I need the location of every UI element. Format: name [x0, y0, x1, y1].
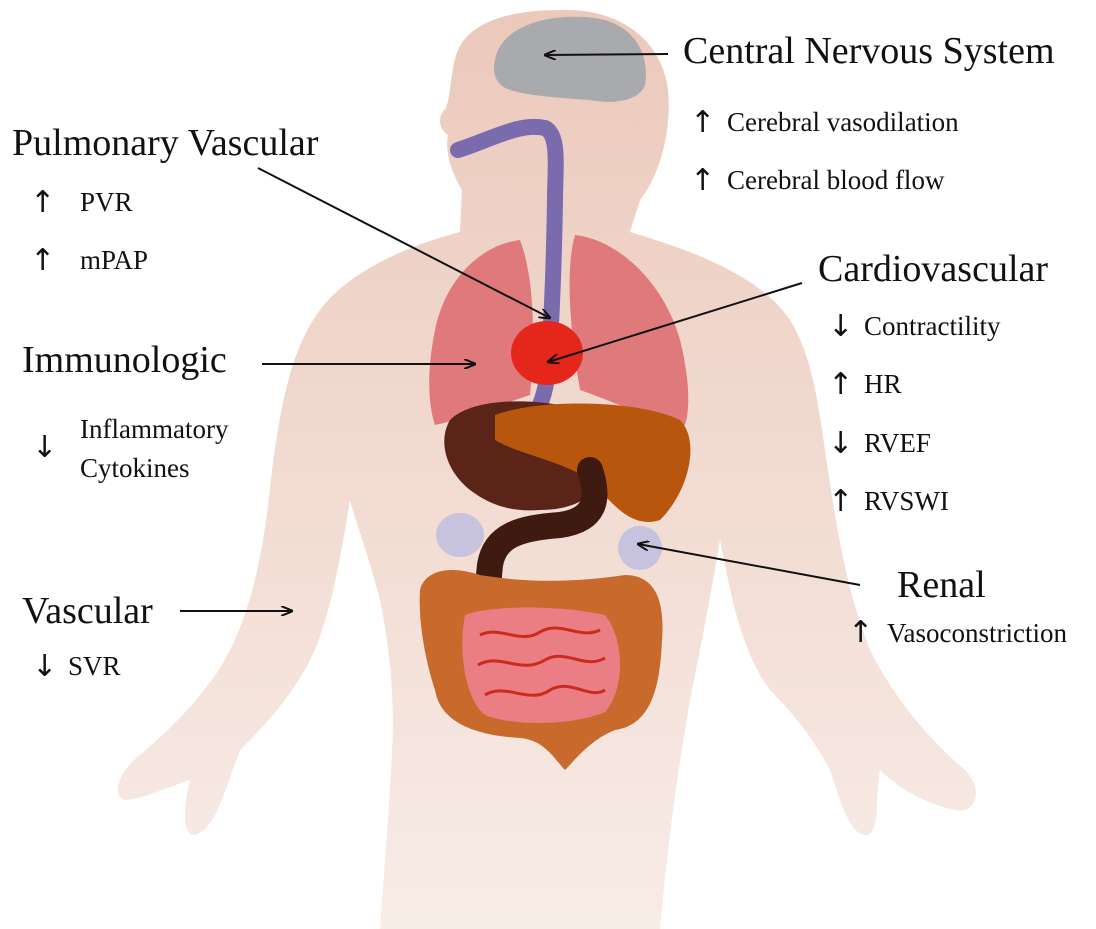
- pulmonary-item1-text: PVR: [80, 189, 133, 216]
- immunologic-item1-line2: Cytokines: [80, 455, 190, 482]
- cardiovascular-item4-text: RVSWI: [864, 488, 949, 515]
- cardiovascular-item3-direction-icon: ↓: [828, 429, 853, 459]
- immunologic-heading: Immunologic: [22, 341, 227, 379]
- vascular-heading: Vascular: [22, 592, 153, 630]
- pulmonary-item2-direction-icon: ↑: [30, 246, 55, 276]
- cardiovascular-item2-direction-icon: ↑: [828, 370, 853, 400]
- cardiovascular-item3-text: RVEF: [864, 430, 931, 457]
- renal-item1-text: Vasoconstriction: [887, 620, 1067, 647]
- pulmonary-heading: Pulmonary Vascular: [12, 124, 318, 162]
- arrow-cns: [545, 54, 668, 55]
- renal-heading: Renal: [897, 566, 986, 604]
- cns-item2-direction-icon: ↑: [690, 166, 715, 196]
- renal-item1-direction-icon: ↑: [848, 618, 873, 648]
- pulmonary-item1-direction-icon: ↑: [30, 188, 55, 218]
- cardiovascular-heading: Cardiovascular: [818, 250, 1048, 288]
- cardiovascular-item1-direction-icon: ↓: [828, 312, 853, 342]
- cns-item1-text: Cerebral vasodilation: [727, 109, 959, 136]
- small-intestine: [462, 608, 620, 723]
- heart-shape: [511, 321, 583, 385]
- pulmonary-item2-text: mPAP: [80, 247, 148, 274]
- immunologic-item1-line1: Inflammatory: [80, 416, 228, 443]
- cns-heading: Central Nervous System: [683, 32, 1055, 70]
- cns-item2-text: Cerebral blood flow: [727, 167, 944, 194]
- cardiovascular-item2-text: HR: [864, 371, 902, 398]
- vascular-item1-direction-icon: ↓: [32, 652, 57, 682]
- immunologic-item1-direction-icon: ↓: [32, 433, 57, 463]
- vascular-item1-text: SVR: [68, 653, 121, 680]
- cns-item1-direction-icon: ↑: [690, 108, 715, 138]
- cardiovascular-item4-direction-icon: ↑: [828, 487, 853, 517]
- cardiovascular-item1-text: Contractility: [864, 313, 1000, 340]
- left-kidney: [436, 513, 484, 557]
